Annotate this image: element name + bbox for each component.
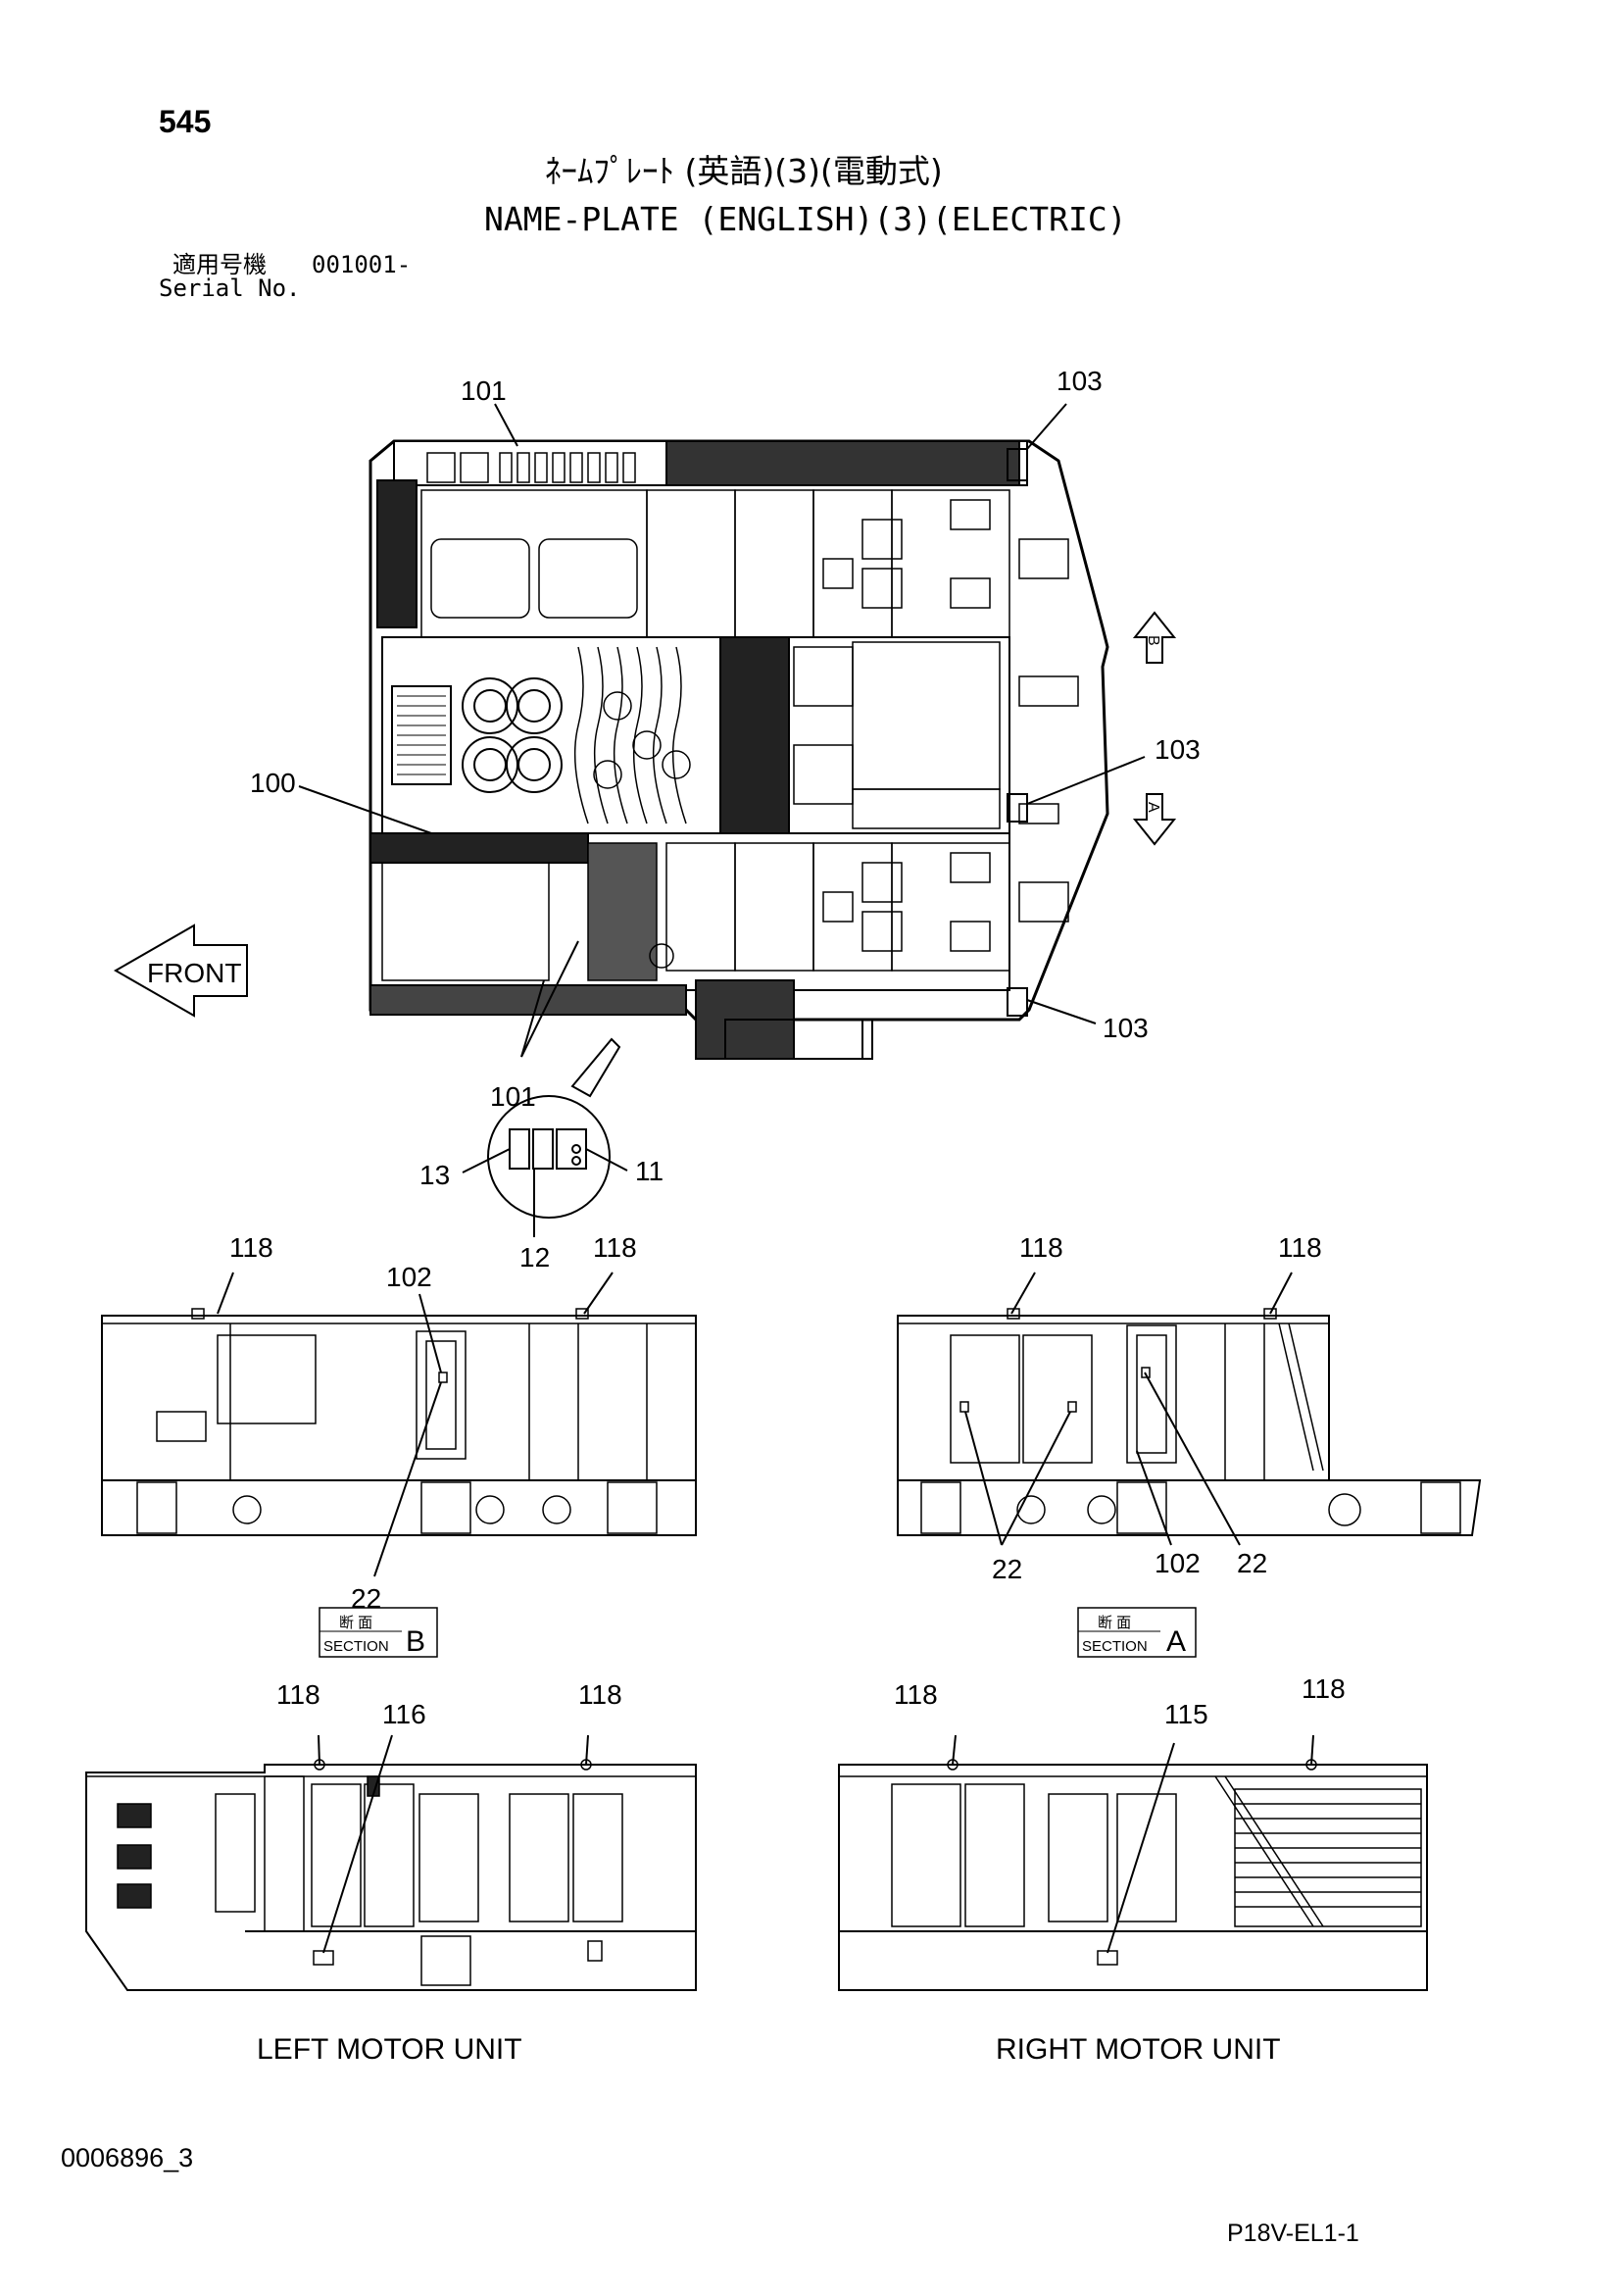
right-unit-callout-118-right: 118 (1302, 1673, 1346, 1704)
section-b-label: 断 面 SECTION B (319, 1607, 438, 1658)
top-view (369, 439, 1109, 1060)
section-a-callout-118-right: 118 (1278, 1232, 1322, 1263)
right-unit-callout-115: 115 (1164, 1699, 1208, 1729)
front-arrow (113, 923, 248, 1018)
callout-101-top: 101 (461, 375, 507, 406)
view-arrow-a (1132, 793, 1177, 846)
page-number: 545 (159, 104, 212, 139)
section-b-letter: B (406, 1625, 425, 1658)
nameplate-detail (462, 1095, 628, 1237)
section-a-callout-22-right: 22 (1237, 1548, 1267, 1578)
callout-103-mid: 103 (1155, 734, 1201, 765)
callout-12: 12 (519, 1242, 550, 1273)
section-b-view (101, 1272, 697, 1577)
right-unit-callout-118-left: 118 (894, 1679, 938, 1710)
callout-100: 100 (250, 768, 296, 798)
section-b-callout-102: 102 (386, 1262, 432, 1292)
serial-label-english: Serial No. (159, 275, 301, 302)
left-unit-callout-116: 116 (382, 1699, 426, 1729)
view-arrow-b-letter: B (1145, 635, 1161, 646)
view-arrow-a-letter: A (1145, 802, 1161, 813)
title-japanese: ﾈｰﾑﾌﾟﾚｰﾄ (英語)(3)(電動式) (545, 152, 943, 190)
section-a-callout-102: 102 (1155, 1548, 1201, 1578)
serial-label-japanese: 適用号機 (172, 251, 267, 278)
section-a-callout-22-left: 22 (992, 1554, 1022, 1584)
section-a-label-en: SECTION (1082, 1638, 1148, 1655)
top-view-leaders (298, 403, 1146, 1098)
title-english: NAME-PLATE (ENGLISH)(3)(ELECTRIC) (484, 200, 1127, 238)
callout-11: 11 (635, 1156, 664, 1186)
callout-103-top: 103 (1057, 366, 1103, 396)
sheet-code: P18V-EL1-1 (1227, 2220, 1359, 2247)
front-label: FRONT (147, 958, 241, 988)
section-b-callout-22: 22 (351, 1583, 381, 1614)
left-motor-unit-caption: LEFT MOTOR UNIT (257, 2033, 522, 2066)
right-motor-unit-view (838, 1734, 1428, 1991)
callout-103-bottom: 103 (1103, 1013, 1149, 1043)
section-b-label-jp: 断 面 (339, 1615, 372, 1631)
document-id: 0006896_3 (61, 2143, 194, 2172)
section-a-label-jp: 断 面 (1098, 1615, 1131, 1631)
right-motor-unit-caption: RIGHT MOTOR UNIT (996, 2033, 1281, 2066)
section-a-letter: A (1166, 1625, 1186, 1658)
callout-13: 13 (419, 1160, 450, 1190)
section-a-callout-118-left: 118 (1019, 1232, 1063, 1263)
section-a-label: 断 面 SECTION A (1077, 1607, 1197, 1658)
left-motor-unit-view (85, 1734, 697, 1991)
section-b-callout-118-left: 118 (229, 1232, 273, 1263)
section-a-view (897, 1272, 1482, 1546)
left-unit-callout-118-left: 118 (276, 1679, 320, 1710)
serial-value: 001001- (312, 251, 412, 278)
section-b-label-en: SECTION (323, 1638, 389, 1655)
left-unit-callout-118-right: 118 (578, 1679, 622, 1710)
view-arrow-b (1132, 611, 1177, 664)
section-b-callout-118-right: 118 (593, 1232, 637, 1263)
